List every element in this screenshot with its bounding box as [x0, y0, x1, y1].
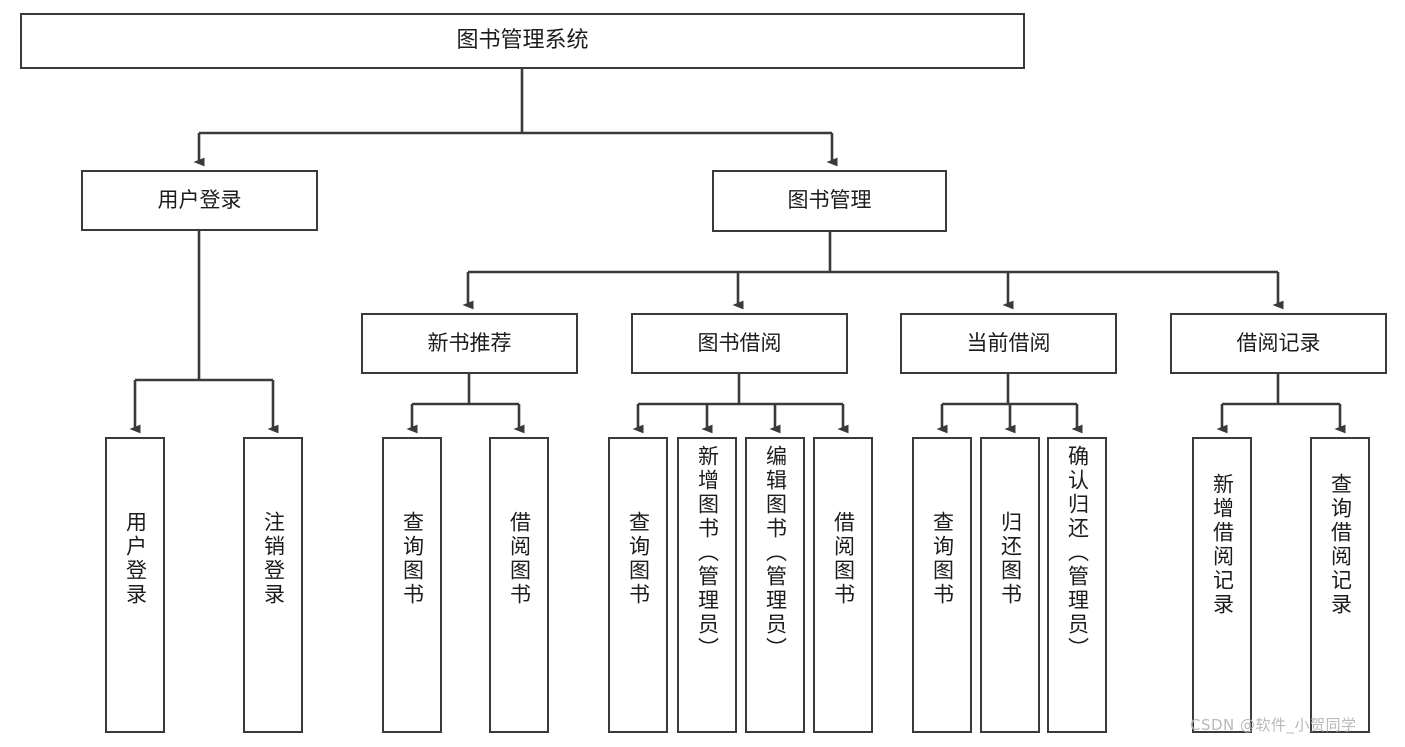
node-book-borrow-label: 图书借阅: [697, 330, 782, 355]
node-leaf-query-book-2-label: 查询图书: [626, 511, 651, 607]
node-leaf-return-book-label: 归还图书: [998, 511, 1023, 607]
node-root-label: 图书管理系统: [456, 27, 589, 53]
node-borrow-record[interactable]: 借阅记录: [1170, 313, 1387, 374]
node-leaf-query-book-1[interactable]: 查询图书: [382, 437, 442, 733]
node-book-borrow[interactable]: 图书借阅: [631, 313, 848, 374]
node-leaf-query-book-2[interactable]: 查询图书: [608, 437, 668, 733]
node-leaf-borrow-book-1[interactable]: 借阅图书: [489, 437, 549, 733]
node-leaf-user-login-label: 用户登录: [123, 511, 148, 607]
node-user-login[interactable]: 用户登录: [81, 170, 318, 231]
node-leaf-user-login[interactable]: 用户登录: [105, 437, 165, 733]
node-leaf-add-book-label: 新增图书（管理员）: [695, 445, 720, 661]
node-leaf-borrow-book-1-label: 借阅图书: [507, 511, 532, 607]
node-leaf-borrow-book-2-label: 借阅图书: [831, 511, 856, 607]
node-leaf-edit-book-label: 编辑图书（管理员）: [763, 445, 788, 661]
node-current-borrow-label: 当前借阅: [966, 330, 1051, 355]
node-leaf-confirm-return[interactable]: 确认归还（管理员）: [1047, 437, 1107, 733]
node-leaf-edit-book[interactable]: 编辑图书（管理员）: [745, 437, 805, 733]
node-leaf-query-book-1-label: 查询图书: [400, 511, 425, 607]
node-new-book-rec-label: 新书推荐: [427, 330, 512, 355]
node-leaf-add-book[interactable]: 新增图书（管理员）: [677, 437, 737, 733]
node-book-manage-label: 图书管理: [787, 188, 872, 213]
node-leaf-add-record-label: 新增借阅记录: [1210, 473, 1235, 617]
node-leaf-user-logout[interactable]: 注销登录: [243, 437, 303, 733]
node-borrow-record-label: 借阅记录: [1236, 330, 1321, 355]
node-leaf-user-logout-label: 注销登录: [261, 511, 286, 607]
node-leaf-confirm-return-label: 确认归还（管理员）: [1065, 445, 1090, 661]
node-leaf-borrow-book-2[interactable]: 借阅图书: [813, 437, 873, 733]
node-leaf-return-book[interactable]: 归还图书: [980, 437, 1040, 733]
node-current-borrow[interactable]: 当前借阅: [900, 313, 1117, 374]
node-user-login-label: 用户登录: [157, 187, 242, 212]
node-new-book-rec[interactable]: 新书推荐: [361, 313, 578, 374]
node-book-manage[interactable]: 图书管理: [712, 170, 947, 232]
node-leaf-query-book-3-label: 查询图书: [930, 511, 955, 607]
node-root[interactable]: 图书管理系统: [20, 13, 1025, 69]
node-leaf-query-book-3[interactable]: 查询图书: [912, 437, 972, 733]
node-leaf-query-record[interactable]: 查询借阅记录: [1310, 437, 1370, 733]
node-leaf-query-record-label: 查询借阅记录: [1328, 473, 1353, 617]
node-leaf-add-record[interactable]: 新增借阅记录: [1192, 437, 1252, 733]
